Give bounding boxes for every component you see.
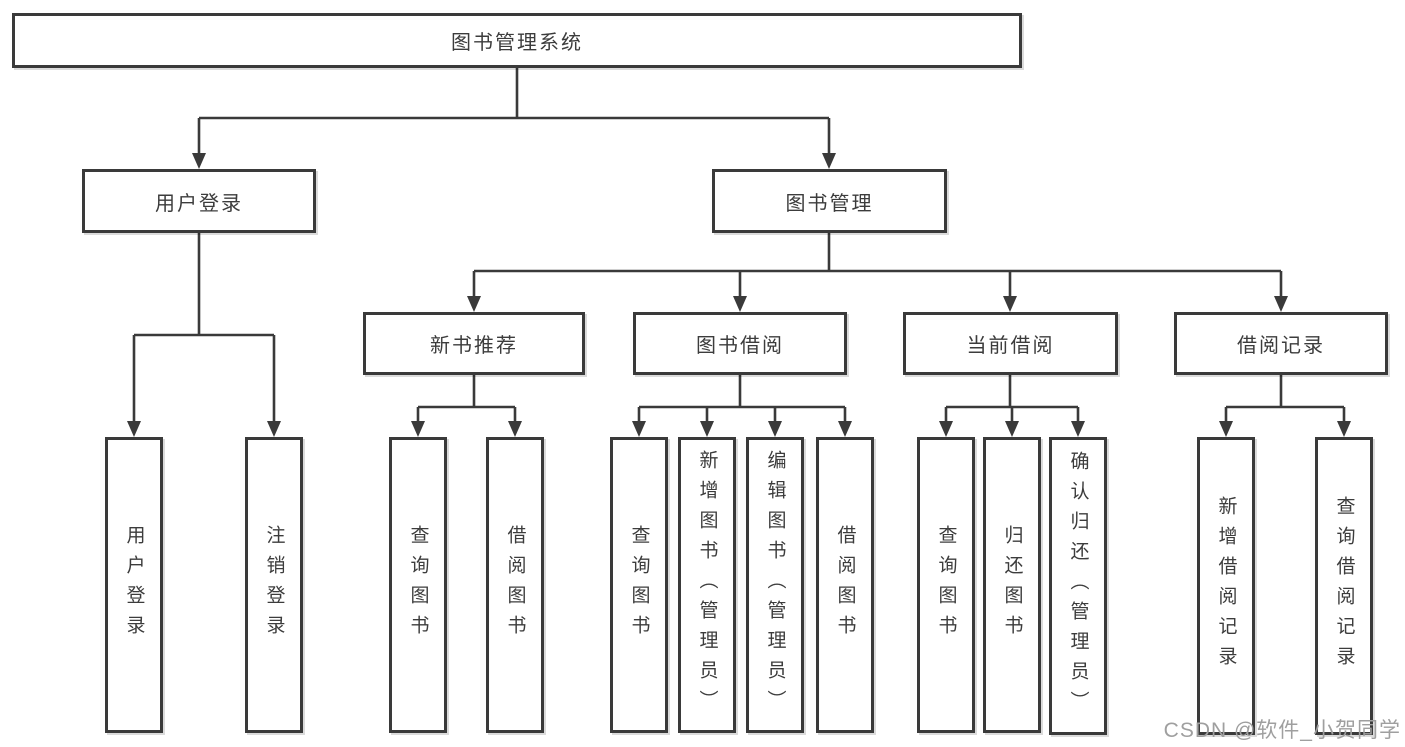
leaf-confirm-return-admin-label: 确认归还（管理员） [1067,451,1089,721]
leaf-add-book-admin-label: 新增图书（管理员） [696,450,718,720]
leaf-query-borrow-record-label: 查询借阅记录 [1333,496,1355,676]
leaf-borrow-books-2: 借阅图书 [816,437,874,733]
arrow-icon [822,153,836,169]
leaf-borrow-books-1: 借阅图书 [486,437,544,733]
leaf-add-borrow-record: 新增借阅记录 [1197,437,1255,735]
node-book-borrowing-label: 图书借阅 [696,335,784,357]
arrow-icon [939,421,953,437]
leaf-user-login: 用户登录 [105,437,163,733]
arrow-icon [1005,421,1019,437]
leaf-query-books-1: 查询图书 [389,437,447,733]
arrow-icon [632,421,646,437]
arrow-icon [267,421,281,437]
node-library-system: 图书管理系统 [12,13,1022,68]
leaf-add-book-admin: 新增图书（管理员） [678,437,736,733]
leaf-query-borrow-record: 查询借阅记录 [1315,437,1373,735]
node-book-borrowing: 图书借阅 [633,312,847,375]
node-book-management: 图书管理 [712,169,947,233]
node-borrowing-records: 借阅记录 [1174,312,1388,375]
leaf-return-books: 归还图书 [983,437,1041,733]
leaf-edit-book-admin-label: 编辑图书（管理员） [764,450,786,720]
leaf-query-books-2-label: 查询图书 [628,525,650,645]
leaf-return-books-label: 归还图书 [1001,525,1023,645]
arrow-icon [127,421,141,437]
watermark: CSDN @软件_小贺同学 [1163,719,1401,742]
arrow-icon [838,421,852,437]
arrow-icon [700,421,714,437]
arrow-icon [768,421,782,437]
arrow-icon [1274,296,1288,312]
node-current-borrowing: 当前借阅 [903,312,1118,375]
leaf-user-login-label: 用户登录 [123,525,145,645]
leaf-edit-book-admin: 编辑图书（管理员） [746,437,804,733]
arrow-icon [411,421,425,437]
leaf-logout-login: 注销登录 [245,437,303,733]
leaf-borrow-books-2-label: 借阅图书 [834,525,856,645]
leaf-query-books-3: 查询图书 [917,437,975,733]
arrow-icon [1337,421,1351,437]
node-user-login-label: 用户登录 [155,192,243,215]
leaf-confirm-return-admin: 确认归还（管理员） [1049,437,1107,735]
leaf-query-books-3-label: 查询图书 [935,525,957,645]
arrow-icon [1003,296,1017,312]
arrow-icon [467,296,481,312]
node-new-book-recommendation: 新书推荐 [363,312,585,375]
arrow-icon [1219,421,1233,437]
arrow-icon [1071,421,1085,437]
arrow-icon [508,421,522,437]
leaf-query-books-1-label: 查询图书 [407,525,429,645]
arrow-icon [192,153,206,169]
connector-paths [132,68,1346,423]
leaf-query-books-2: 查询图书 [610,437,668,733]
node-borrowing-records-label: 借阅记录 [1237,335,1325,357]
arrow-icon [733,296,747,312]
leaf-borrow-books-1-label: 借阅图书 [504,525,526,645]
node-book-management-label: 图书管理 [785,192,874,215]
arrowheads [127,153,1351,437]
node-new-book-recommendation-label: 新书推荐 [430,335,518,357]
node-library-system-label: 图书管理系统 [451,32,583,54]
leaf-logout-login-label: 注销登录 [263,525,285,645]
node-current-borrowing-label: 当前借阅 [966,335,1055,357]
leaf-add-borrow-record-label: 新增借阅记录 [1215,496,1237,676]
node-user-login: 用户登录 [82,169,316,233]
